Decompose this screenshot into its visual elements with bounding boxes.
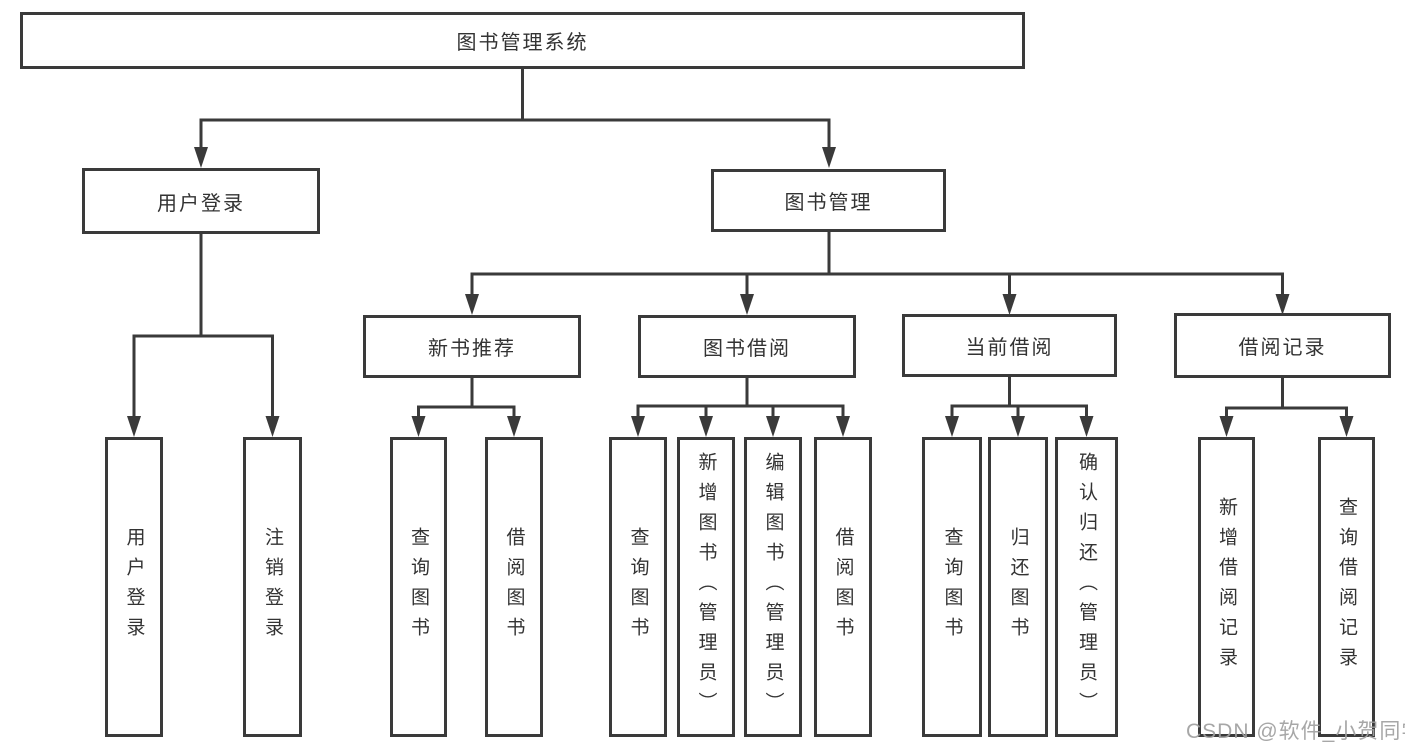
leaf-user-login: 用户登录 (105, 437, 163, 737)
node-new-book-recommend: 新书推荐 (363, 315, 581, 378)
node-book-management: 图书管理 (711, 169, 946, 232)
node-library-system: 图书管理系统 (20, 12, 1025, 69)
leaf-borrow-books-borrowing: 借阅图书 (814, 437, 872, 737)
leaf-return-book: 归还图书 (988, 437, 1048, 737)
node-book-borrowing: 图书借阅 (638, 315, 856, 378)
leaf-query-borrow-record: 查询借阅记录 (1318, 437, 1375, 737)
leaf-logout: 注销登录 (243, 437, 302, 737)
node-user-login: 用户登录 (82, 168, 320, 234)
watermark-text: CSDN @软件_小贺同学 (1186, 720, 1405, 743)
leaf-query-books-current: 查询图书 (922, 437, 982, 737)
leaf-add-book-admin: 新增图书（管理员） (677, 437, 735, 737)
leaf-edit-book-admin: 编辑图书（管理员） (744, 437, 802, 737)
leaf-query-books-recommend: 查询图书 (390, 437, 447, 737)
arrowhead-icons (127, 147, 1354, 437)
node-borrowing-records: 借阅记录 (1174, 313, 1391, 378)
connector-lines (132, 67, 1348, 420)
node-current-borrowing: 当前借阅 (902, 314, 1117, 377)
leaf-confirm-return-admin: 确认归还（管理员） (1055, 437, 1118, 737)
leaf-add-borrow-record: 新增借阅记录 (1198, 437, 1255, 737)
leaf-borrow-books-recommend: 借阅图书 (485, 437, 543, 737)
leaf-query-books-borrowing: 查询图书 (609, 437, 667, 737)
